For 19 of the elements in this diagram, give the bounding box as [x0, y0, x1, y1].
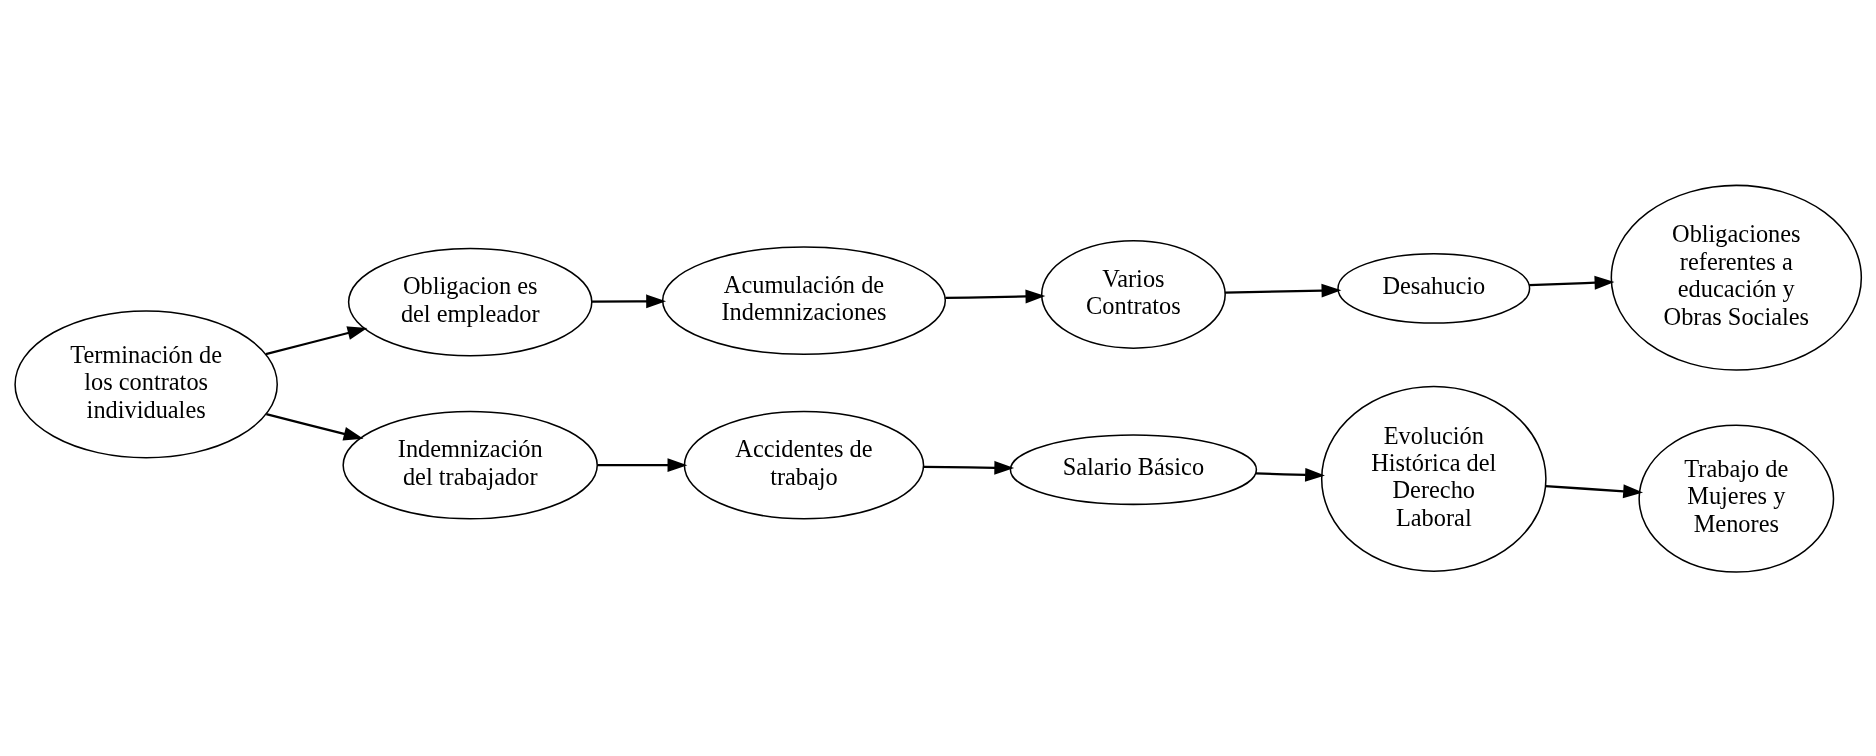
- arrow: [266, 412, 364, 441]
- arrow: [265, 325, 368, 355]
- arrow: [1255, 467, 1325, 482]
- node-ellipse: Obligaciones referentes a educación y Obras Sociales: [1610, 184, 1863, 371]
- node-ellipse: Salario Básico: [1009, 433, 1258, 505]
- arrow: [597, 457, 688, 472]
- node-ellipse: Desahucio: [1337, 252, 1531, 324]
- node-ellipse: Terminación de los contratos individuales: [14, 309, 278, 459]
- node-ellipse: Acumulación de Indemnizaciones: [661, 245, 947, 355]
- arrow: [592, 293, 667, 308]
- node-ellipse: Varios Contratos: [1040, 239, 1226, 349]
- arrow: [945, 289, 1046, 303]
- arrow: [923, 460, 1015, 475]
- node-ellipse: Trabajo de Mujeres y Menores: [1638, 424, 1835, 573]
- arrow: [1224, 283, 1342, 298]
- node-ellipse: Evolución Histórica del Derecho Laboral: [1320, 385, 1547, 572]
- arrow: [1529, 275, 1615, 290]
- node-ellipse: Accidentes de trabajo: [683, 410, 925, 520]
- arrow: [1545, 483, 1644, 498]
